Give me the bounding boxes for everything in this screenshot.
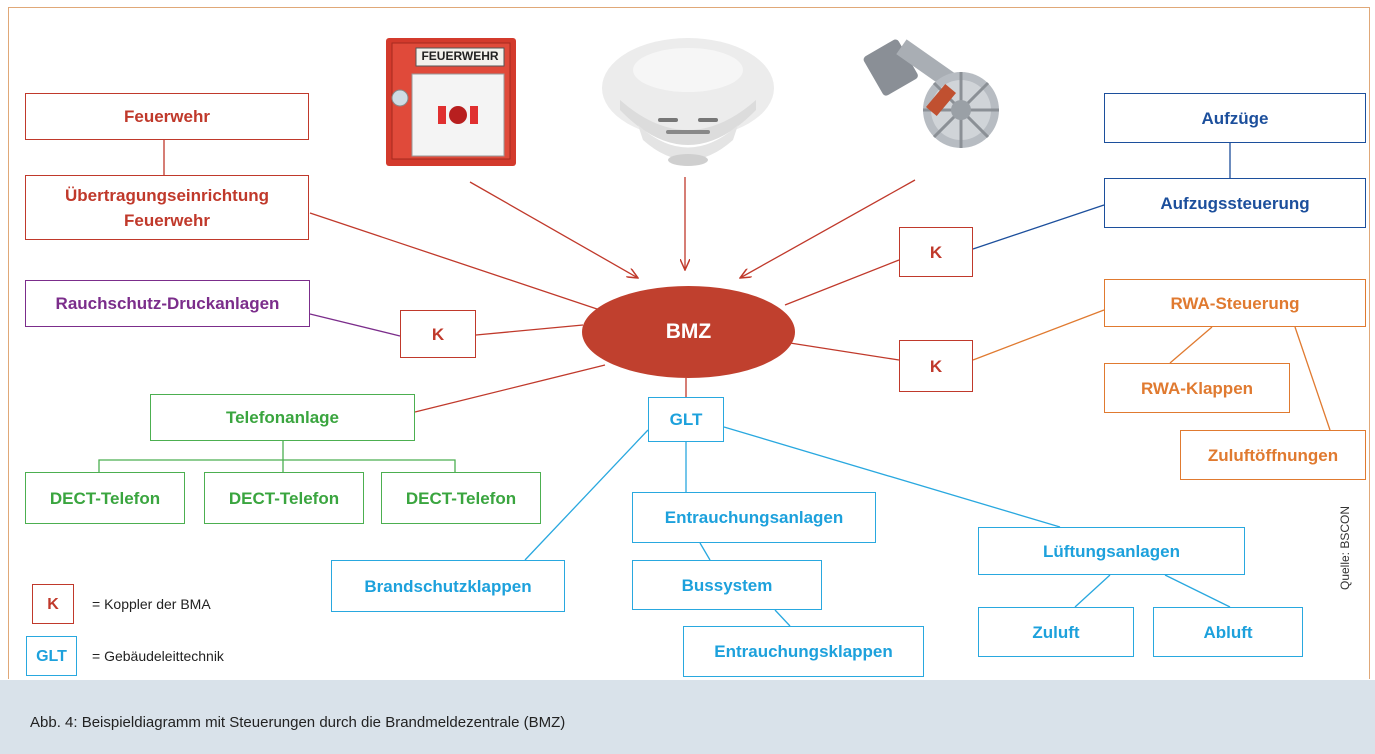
legend-glt-symbol-label: GLT [36,647,67,665]
box-koppler-right-top: K [899,227,973,277]
line-k3-bmz [789,342,900,361]
box-k-right-top-label: K [929,242,943,262]
box-rauchschutz-druckanlagen: Rauchschutz-Druckanlagen [25,280,310,327]
box-rauchschutz-label: Rauchschutz-Druckanlagen [55,294,280,313]
line-entrauchung-bus [699,542,711,561]
line-rwa-zuluft [1294,326,1331,431]
box-bussystem: Bussystem [632,560,822,610]
box-rwa-klappen-label: RWA-Klappen [1140,378,1254,398]
box-dect-telefon-2: DECT-Telefon [204,472,364,524]
arrow-callpoint [469,181,638,278]
box-ueb-line1: Übertragungseinrichtung [64,185,269,205]
legend-glt-symbol: GLT [26,636,77,676]
frame-left-border [8,7,9,679]
box-rwa-klappen: RWA-Klappen [1104,363,1290,413]
box-bussystem-label: Bussystem [681,575,773,595]
box-k-left-label: K [431,324,445,344]
sprinkler-head-image [856,30,1021,165]
line-k2-bmz [784,259,900,306]
line-ueb-bmz [309,212,601,311]
box-lueftungsanlagen: Lüftungsanlagen [978,527,1245,575]
smoke-detector-image [598,30,778,180]
box-abluft-label: Abluft [1203,622,1253,642]
line-lueftung-zuluft [1074,574,1111,608]
box-rwa-steuerung: RWA-Steuerung [1104,279,1366,327]
box-k-right-bottom-label: K [929,356,943,376]
legend-k-symbol: K [32,584,74,624]
box-aufzuege: Aufzüge [1104,93,1366,143]
line-glt-brandschutz [524,429,649,561]
line-rauchschutz-k [309,313,401,337]
box-uebertragungseinrichtung: Übertragungseinrichtung Feuerwehr [25,175,309,240]
connector-lines [98,117,1331,627]
frame-right-border [1369,7,1370,679]
box-ueb-line2: Feuerwehr [124,210,210,230]
legend-glt-text: = Gebäudeleittechnik [92,648,224,664]
box-entrauchungsanlagen-label: Entrauchungsanlagen [664,508,844,527]
box-abluft: Abluft [1153,607,1303,657]
box-glt-label: GLT [669,410,703,429]
line-k-bmz [475,324,584,336]
box-telefonanlage-label: Telefonanlage [225,408,340,427]
box-zuluftoeffnungen: Zuluftöffnungen [1180,430,1366,480]
box-dect-telefon-3: DECT-Telefon [381,472,541,524]
box-koppler-right-bottom: K [899,340,973,392]
line-bus-klappen [774,609,791,627]
manual-call-point-image: FEUERWEHR [386,38,516,166]
box-entrauchungsanlagen: Entrauchungsanlagen [632,492,876,543]
box-brandschutzklappen: Brandschutzklappen [331,560,565,612]
caption-bar [0,680,1375,754]
box-aufzugssteuerung: Aufzugssteuerung [1104,178,1366,228]
box-telefonanlage: Telefonanlage [150,394,415,441]
line-tel-branch [98,459,456,472]
box-dect-1-label: DECT-Telefon [49,488,161,508]
box-dect-telefon-1: DECT-Telefon [25,472,185,524]
box-zuluft: Zuluft [978,607,1134,657]
figure-caption: Abb. 4: Beispieldiagramm mit Steuerungen… [30,714,566,731]
box-koppler-left: K [400,310,476,358]
bmz-central-node: BMZ [582,286,795,378]
box-glt: GLT [648,397,724,442]
line-lueftung-abluft [1164,574,1231,608]
line-aufzugssteuerung-k [972,204,1105,250]
box-entrauchungsklappen-label: Entrauchungsklappen [714,642,893,661]
box-zuluftoeffnungen-label: Zuluftöffnungen [1207,445,1339,465]
box-brandschutzklappen-label: Brandschutzklappen [364,576,532,596]
box-aufzugssteuerung-label: Aufzugssteuerung [1160,193,1310,213]
box-dect-2-label: DECT-Telefon [228,488,340,508]
box-aufzuege-label: Aufzüge [1201,108,1269,128]
box-feuerwehr-label: Feuerwehr [124,107,210,126]
line-tel-bmz [414,364,606,413]
line-glt-lueftung [723,426,1061,528]
box-lueftungsanlagen-label: Lüftungsanlagen [1043,541,1180,561]
box-feuerwehr: Feuerwehr [25,93,309,140]
legend-k-symbol-label: K [47,595,59,613]
box-rwa-steuerung-label: RWA-Steuerung [1170,293,1300,313]
legend-k-text: = Koppler der BMA [92,596,211,612]
line-rwa-k [972,309,1105,361]
arrow-sprinkler [740,179,916,278]
box-zuluft-label: Zuluft [1032,622,1080,642]
line-rwa-klappen [1169,326,1213,364]
source-credit: Quelle: BSCON [1338,505,1352,590]
callpoint-label: FEUERWEHR [421,49,499,63]
box-entrauchungsklappen: Entrauchungsklappen [683,626,924,677]
frame-top-border [8,7,1370,8]
box-dect-3-label: DECT-Telefon [405,488,517,508]
